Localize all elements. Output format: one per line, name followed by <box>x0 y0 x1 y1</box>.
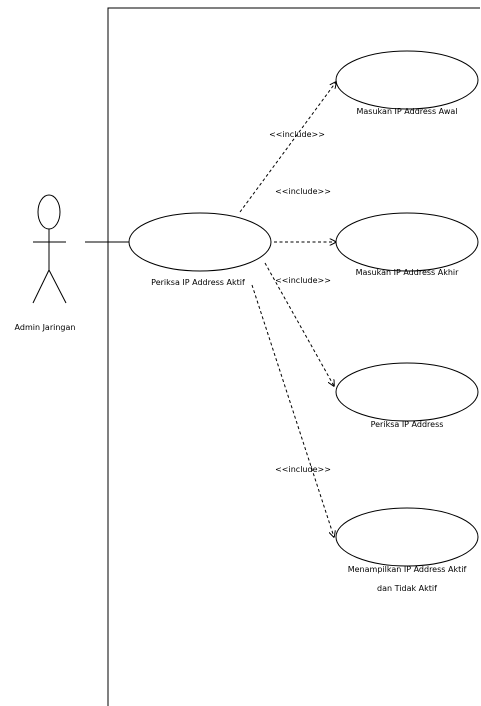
use-case-menampilkan-ip-address: Menampilkan IP Address Aktif dan Tidak A… <box>335 507 479 593</box>
use-case-end-label: Masukan IP Address Akhir <box>356 268 460 277</box>
include-label-1: <<include>> <box>269 130 325 139</box>
use-case-periksa-ip-address-aktif: Periksa IP Address Aktif <box>128 212 272 287</box>
use-case-start-label: Masukan IP Address Awal <box>357 107 458 116</box>
use-case-periksa-ip-address: Periksa IP Address <box>335 362 479 429</box>
use-case-check-ellipse <box>335 362 479 422</box>
include-arrow-start <box>239 82 336 213</box>
actor-right-leg <box>48 269 67 304</box>
actor-head <box>37 194 61 230</box>
include-label-2: <<include>> <box>275 187 331 196</box>
include-arrow-check <box>264 262 334 386</box>
use-case-start-ellipse <box>335 50 479 110</box>
system-boundary <box>107 7 480 706</box>
actor-label: Admin Jaringan <box>15 323 76 332</box>
use-case-show-ellipse <box>335 507 479 567</box>
use-case-end-ellipse <box>335 212 479 272</box>
include-arrow-show <box>251 284 334 537</box>
use-case-main-label: Periksa IP Address Aktif <box>151 278 245 287</box>
use-case-masukan-ip-address-awal: Masukan IP Address Awal <box>335 50 479 116</box>
use-case-check-label: Periksa IP Address <box>371 420 444 429</box>
include-label-3: <<include>> <box>275 276 331 285</box>
use-case-main-ellipse <box>128 212 272 272</box>
actor-admin-jaringan: Admin Jaringan <box>15 194 76 332</box>
include-label-4: <<include>> <box>275 465 331 474</box>
use-case-show-label-line2: dan Tidak Aktif <box>377 584 437 593</box>
actor-left-leg <box>32 269 50 304</box>
use-case-show-label-line1: Menampilkan IP Address Aktif <box>348 565 467 574</box>
use-case-masukan-ip-address-akhir: Masukan IP Address Akhir <box>335 212 479 277</box>
